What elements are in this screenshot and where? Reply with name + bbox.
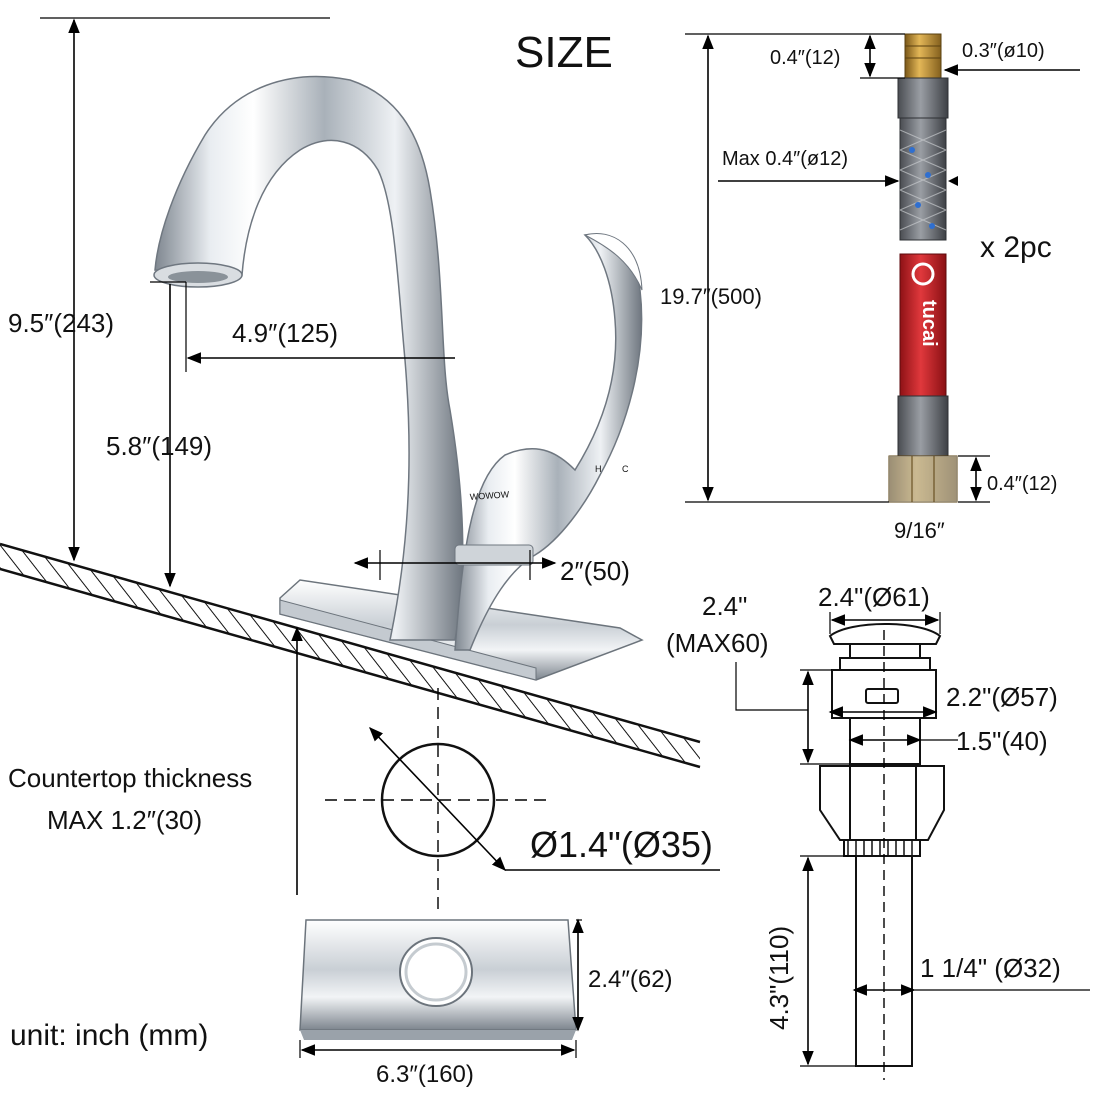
- hose-illustration: tucai: [888, 33, 958, 503]
- body-brand-text: WOWOW: [469, 489, 510, 502]
- hose-length-label: 19.7″(500): [660, 284, 762, 309]
- countertop: [0, 542, 701, 769]
- countertop-thickness-dimension: Countertop thickness MAX 1.2″(30): [8, 626, 303, 895]
- mounting-hole-diagram: Ø1.4"(Ø35): [325, 688, 720, 915]
- hole-diameter-label: Ø1.4"(Ø35): [530, 824, 713, 865]
- drain-dimensions: 2.4"(Ø61) 2.4" (MAX60) 2.2"(Ø57) 1.5"(40…: [666, 582, 1090, 1067]
- base-width-dimension: 2″(50): [353, 550, 630, 586]
- drain-height-label: 2.4": [702, 591, 747, 621]
- countertop-thickness-label: Countertop thickness: [8, 763, 252, 793]
- hose-max-diameter-label: Max 0.4″(ø12): [722, 148, 848, 170]
- bottom-nut-length-label: 0.4″(12): [987, 473, 1057, 495]
- drain-cap-diameter-label: 2.4"(Ø61): [818, 582, 930, 612]
- hose-quantity-label: x 2pc: [980, 231, 1052, 264]
- faucet-illustration: H C WOWOW: [153, 75, 644, 681]
- top-fitting-length-label: 0.4″(12): [770, 47, 840, 69]
- faucet-reach-dimension: 4.9″(125): [185, 282, 455, 372]
- countertop-thickness-max: MAX 1.2″(30): [47, 805, 202, 835]
- drain-body-diameter-label: 1.5"(40): [956, 726, 1048, 756]
- deck-plate-diagram: 2.4″(62) 6.3″(160): [299, 918, 673, 1088]
- deck-plate-width-label: 6.3″(160): [376, 1061, 474, 1088]
- faucet-height-label: 9.5″(243): [8, 308, 114, 338]
- spout-clearance-label: 5.8″(149): [106, 431, 212, 461]
- deck-plate-height-label: 2.4″(62): [588, 966, 673, 993]
- top-fitting-diameter-label: 0.3″(ø10): [962, 40, 1045, 62]
- spout-clearance-dimension: 5.8″(149): [106, 281, 212, 588]
- drain-height-max-label: (MAX60): [666, 628, 769, 658]
- unit-note: unit: inch (mm): [10, 1019, 208, 1052]
- base-width-label: 2″(50): [560, 556, 630, 586]
- drain-diagram: [819, 623, 945, 1080]
- handle-mark-hot: H: [595, 464, 602, 474]
- hose-dimensions: 19.7″(500) 0.4″(12) 0.3″(ø10) Max 0.4″(ø…: [660, 33, 1080, 543]
- drain-tail-diameter-label: 1 1/4" (Ø32): [920, 953, 1061, 983]
- hose-brand-text: tucai: [918, 300, 940, 347]
- faucet-reach-label: 4.9″(125): [232, 318, 338, 348]
- nut-size-label: 9/16″: [894, 518, 945, 543]
- handle-mark-cold: C: [622, 464, 629, 474]
- drain-tail-length-label: 4.3"(110): [764, 926, 794, 1030]
- page-title: SIZE: [515, 28, 613, 77]
- drain-flange-diameter-label: 2.2"(Ø57): [946, 682, 1058, 712]
- faucet-height-dimension: 9.5″(243): [8, 17, 330, 562]
